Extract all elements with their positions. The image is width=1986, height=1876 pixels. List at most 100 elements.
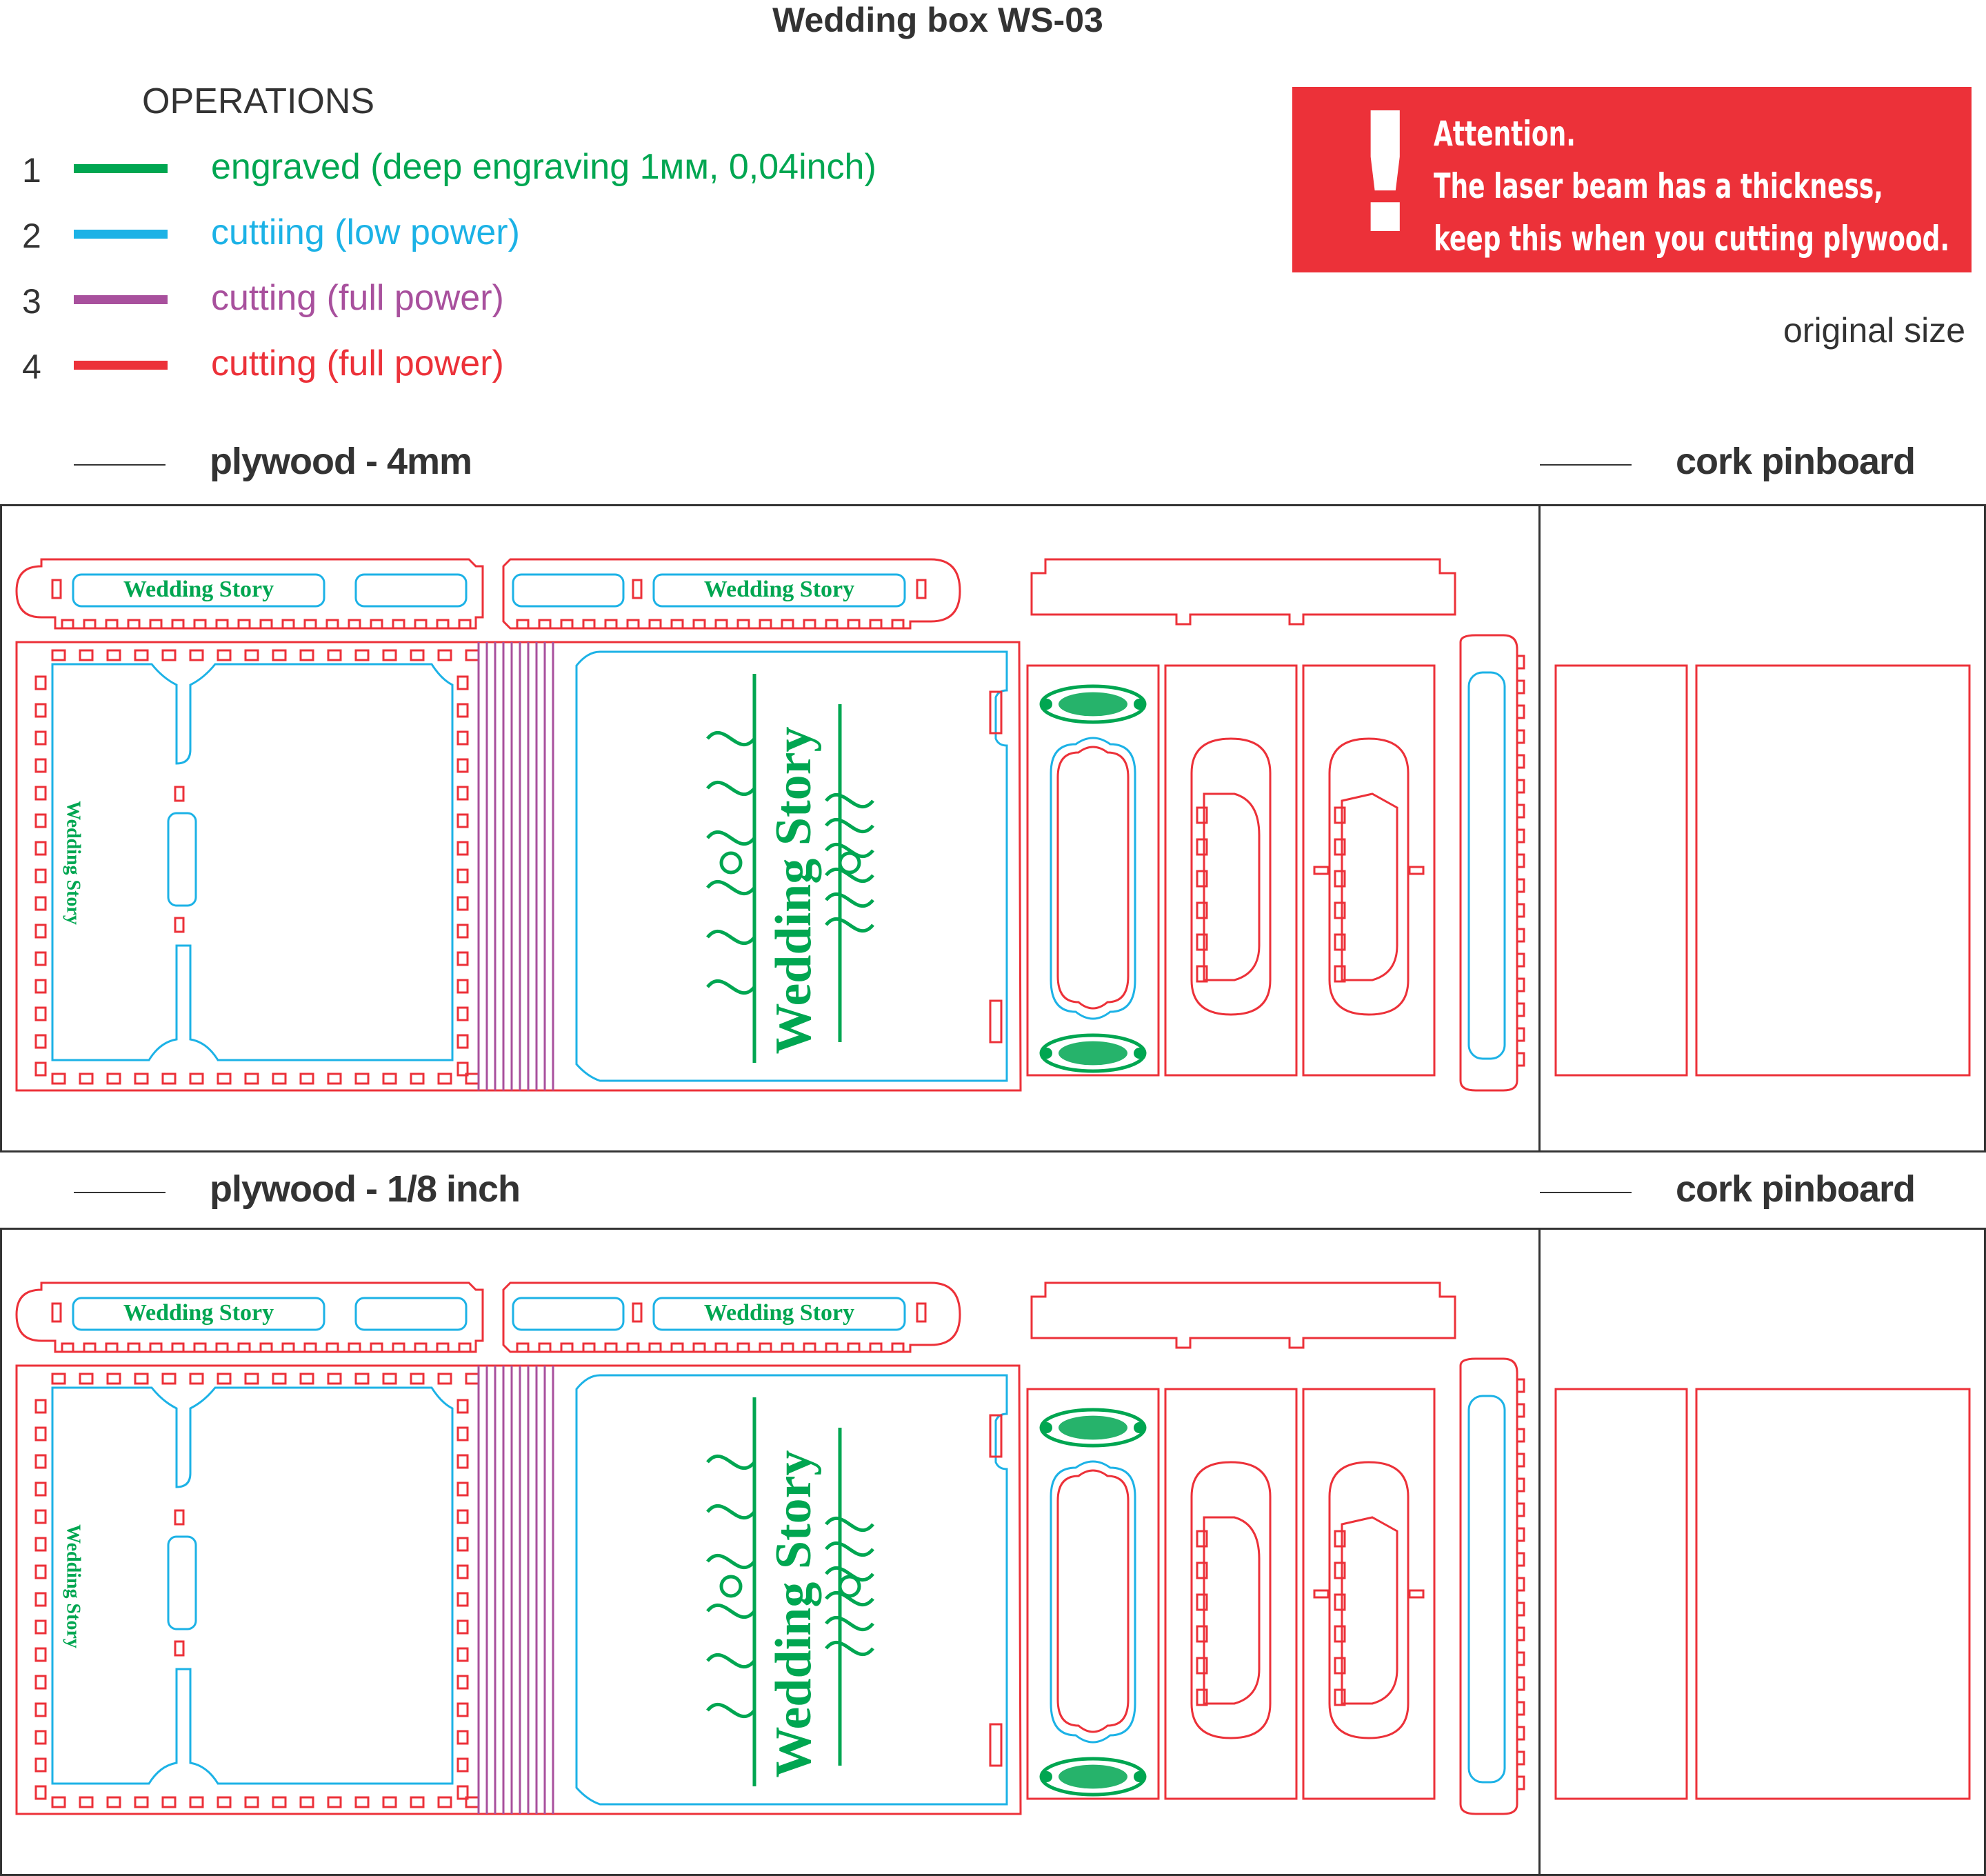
ornament-tip-left: [1041, 1771, 1052, 1782]
hinge-slot: [299, 1373, 314, 1385]
scroll-curl: [825, 1517, 874, 1532]
strap-tooth: [193, 619, 207, 630]
cork-piece-2: [1695, 1388, 1971, 1800]
page-title: Wedding box WS-03: [772, 1, 1103, 39]
hinge-slot: [299, 649, 314, 661]
hinge-slot: [51, 1072, 66, 1085]
hinge-slot: [34, 1454, 47, 1469]
drawer-tab: [1334, 838, 1346, 856]
cover-cutout: [575, 650, 1008, 1082]
side-rail-tooth: [1516, 1527, 1525, 1542]
section-2-cork-panel: [1538, 1228, 1986, 1876]
hinge-slot: [34, 1061, 47, 1077]
slot: [174, 786, 185, 802]
side-rail-tooth: [1516, 679, 1525, 695]
slot: [174, 1640, 185, 1657]
drawer-window-2: [1190, 1461, 1272, 1739]
side-rail-tooth: [1516, 878, 1525, 893]
scroll-center: [838, 851, 861, 875]
strap-tooth: [281, 1342, 295, 1353]
hinge-slot: [457, 924, 469, 939]
hinge-slot: [34, 1592, 47, 1607]
strap-tooth: [692, 1342, 706, 1353]
engraved-scroll-left: [706, 731, 756, 995]
engraved-scroll-left: [706, 1455, 756, 1718]
hinge-slot: [272, 1072, 287, 1085]
engraved-title-vertical: Wedding Story: [63, 1524, 84, 1648]
hinge-slot: [106, 1373, 121, 1385]
scroll-curl: [706, 731, 756, 746]
slot: [632, 579, 643, 599]
attention-line-2: The laser beam has a thickness,: [1434, 166, 1883, 206]
hinge-slot: [327, 1796, 342, 1808]
engraved-title-small: Wedding Story: [704, 1300, 854, 1326]
hinge-slot: [34, 758, 47, 773]
strap-tooth: [325, 619, 339, 630]
side-rail-tooth: [1516, 828, 1525, 844]
side-rail-tooth: [1516, 1378, 1525, 1393]
section-1-side-line: [1540, 464, 1632, 466]
drawer-window-3: [1328, 1461, 1410, 1739]
hinge-slot: [457, 786, 469, 801]
hinge-slot: [299, 1072, 314, 1085]
operation-3-number: 3: [22, 282, 41, 321]
strap-tooth: [237, 619, 251, 630]
hinge-slot: [161, 649, 177, 661]
scroll-curl: [706, 930, 756, 945]
inner-panel-3: [1302, 1388, 1436, 1800]
scroll-curl: [706, 979, 756, 995]
hinge-slot: [382, 1072, 397, 1085]
operation-3-swatch: [74, 295, 168, 304]
hinge-slot: [34, 813, 47, 828]
strap-tooth: [604, 1342, 618, 1353]
center-window: [167, 812, 197, 907]
hinge-slot: [354, 1072, 370, 1085]
section-2-side-label: cork pinboard: [1676, 1168, 1916, 1210]
strap-tooth: [83, 619, 97, 630]
hinge-slot: [457, 841, 469, 856]
hinge-slot: [272, 649, 287, 661]
label-window: [652, 1297, 906, 1331]
hinge-slot: [34, 1647, 47, 1662]
scroll-curl: [825, 1566, 874, 1581]
drawer-tab: [1196, 1657, 1208, 1675]
side-rail-tooth: [1516, 1577, 1525, 1592]
hinge-slot: [34, 1785, 47, 1800]
strap-tooth: [215, 1342, 229, 1353]
drawer-tab: [1196, 870, 1208, 888]
hinge-slot: [51, 649, 66, 661]
strap-tooth: [414, 1342, 428, 1353]
drawer-tab: [1196, 901, 1208, 919]
side-rail-tooth: [1516, 729, 1525, 744]
scroll-curl: [825, 1591, 874, 1606]
side-rail-tooth: [1516, 853, 1525, 868]
attention-text: Attention. The laser beam has a thicknes…: [1434, 108, 1949, 265]
lid-strip: [1030, 558, 1456, 626]
hinge-slot: [272, 1796, 287, 1808]
hinge-slot: [106, 1072, 121, 1085]
operation-3-label: cutting (full power): [211, 278, 504, 318]
strap-tooth: [560, 619, 574, 630]
hinge-slot: [457, 675, 469, 690]
strap-tooth: [348, 619, 361, 630]
section-2-material-label: plywood - 1/8 inch: [210, 1168, 521, 1210]
scroll-curl: [825, 917, 874, 932]
strap-tooth: [348, 1342, 361, 1353]
ornament-core: [1059, 1041, 1127, 1066]
operation-2-swatch: [74, 230, 168, 239]
strap-tooth: [171, 619, 185, 630]
strap-part-left: [15, 1281, 484, 1353]
side-rail-tooth: [1516, 1552, 1525, 1567]
strap-tooth: [325, 1342, 339, 1353]
strap-tooth: [193, 1342, 207, 1353]
slot: [51, 1302, 62, 1323]
ornament-core: [1059, 1764, 1127, 1789]
drawer-tab: [1334, 1688, 1346, 1706]
strap-tooth: [516, 619, 530, 630]
hinge-slot: [457, 1785, 469, 1800]
lid-strip: [1030, 1281, 1456, 1349]
drawer-tab: [1334, 806, 1346, 824]
book-panel-outline: [15, 1364, 1022, 1815]
strap-tooth: [458, 619, 472, 630]
